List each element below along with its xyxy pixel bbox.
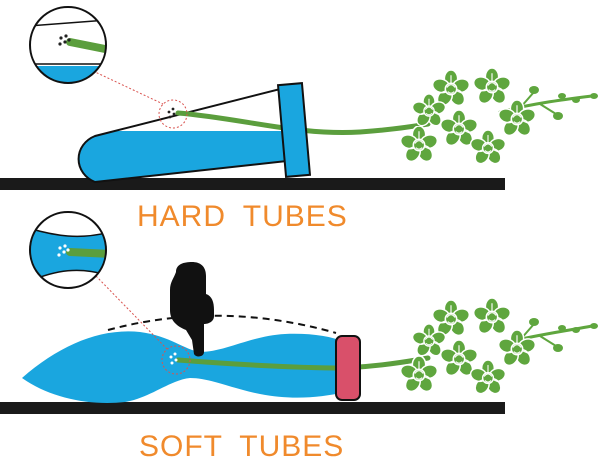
soft-surface	[0, 402, 505, 414]
soft-stem-pores	[169, 352, 178, 365]
orchid-flower-icon	[470, 360, 506, 396]
magnifier-inset-icon	[29, 211, 107, 289]
soft-orchid-spray	[175, 298, 598, 396]
soft-zoom-leader	[95, 275, 169, 351]
orchid-flower-icon	[470, 130, 506, 166]
orchid-flower-icon	[400, 126, 438, 164]
hard-zoom-target	[158, 99, 188, 129]
soft-tubes-caption: SOFT TUBES	[139, 430, 345, 463]
magnifier-inset-icon	[29, 6, 107, 84]
hard-surface	[0, 178, 505, 190]
soft-zoom-target	[161, 345, 191, 375]
hard-tube-cap	[276, 82, 312, 178]
soft-tube-panel	[0, 211, 598, 414]
soft-tube-original-outline	[107, 314, 337, 334]
hard-stem-pores	[167, 107, 176, 119]
soft-orchid-buds	[529, 318, 598, 352]
orchid-flower-icon	[473, 298, 511, 336]
hard-tube-panel	[0, 6, 598, 190]
hard-orchid-buds	[529, 86, 598, 120]
hard-orchid-stem	[175, 110, 431, 136]
hard-tubes-caption: HARD TUBES	[137, 200, 348, 233]
hard-zoom-leader	[92, 70, 164, 105]
pressing-finger-icon	[170, 262, 214, 357]
hard-orchid-spray	[175, 68, 598, 166]
hard-tube-outline	[77, 84, 298, 184]
soft-tube-body	[22, 331, 345, 403]
soft-tube-cap	[335, 335, 361, 401]
orchid-flower-icon	[473, 68, 511, 106]
